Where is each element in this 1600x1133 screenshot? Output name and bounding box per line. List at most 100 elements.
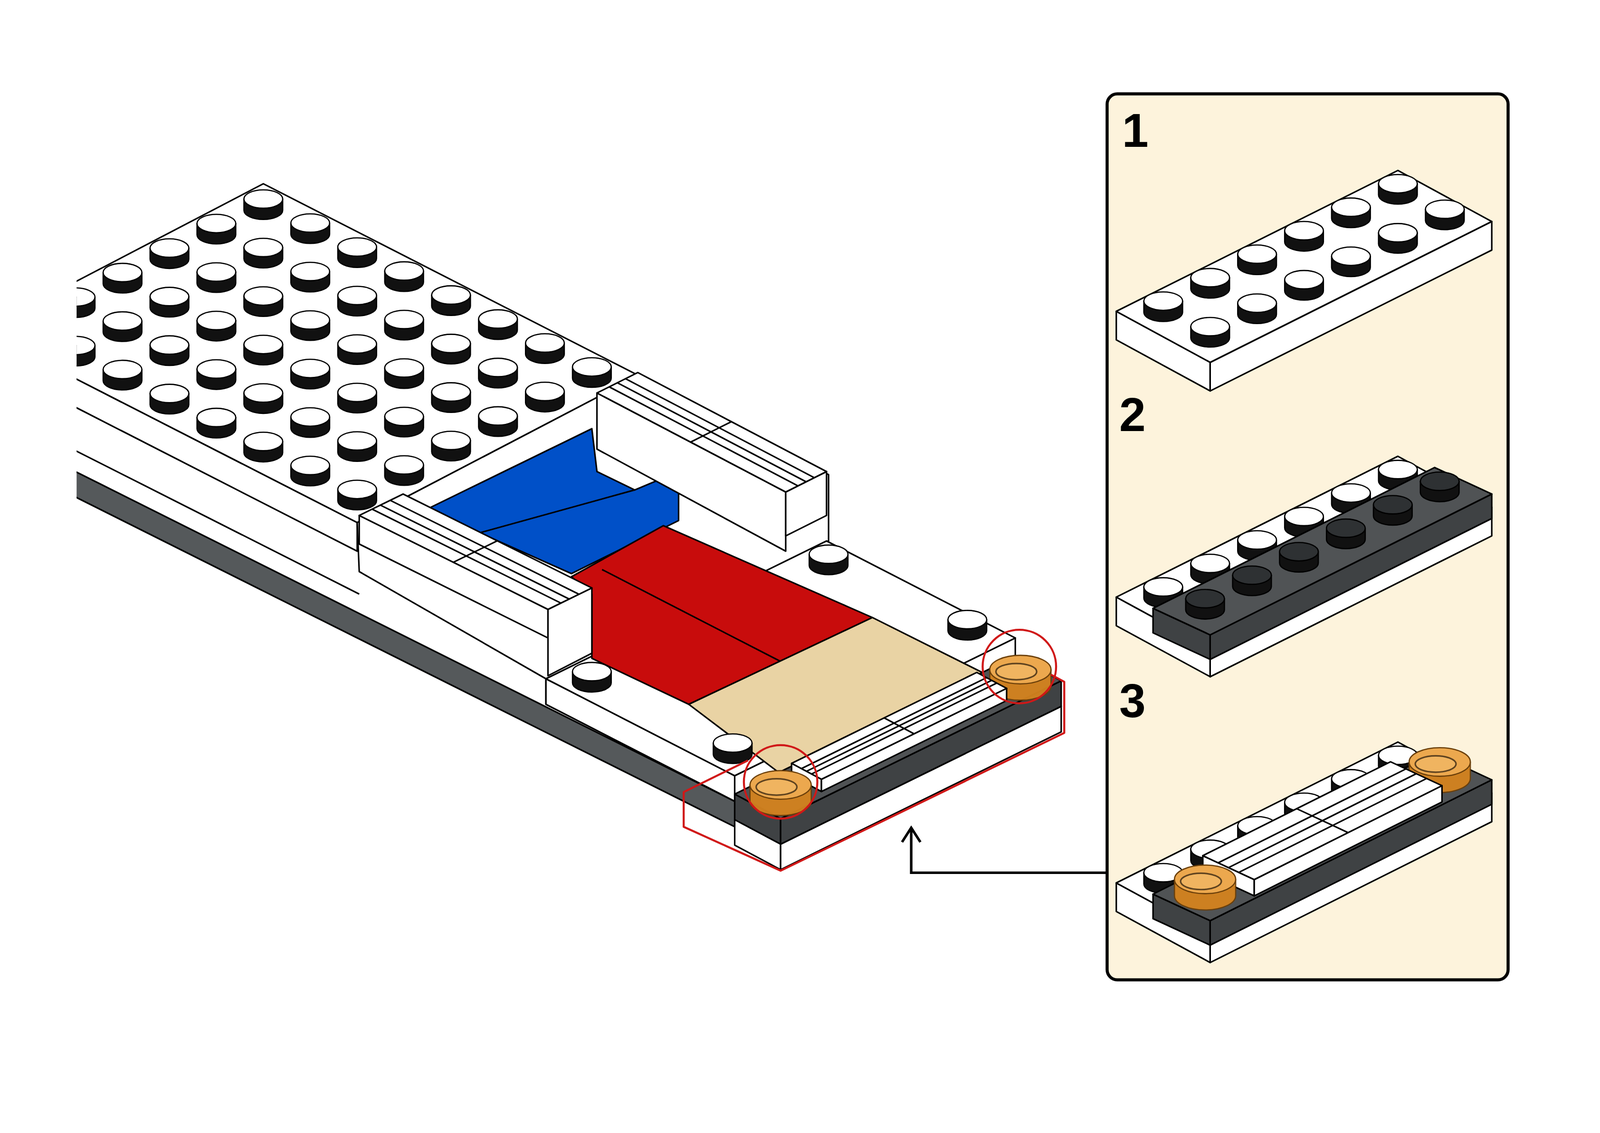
stud bbox=[290, 359, 330, 389]
stud bbox=[1190, 317, 1230, 347]
plate-top bbox=[1116, 170, 1492, 363]
tile-top bbox=[597, 372, 827, 492]
stud bbox=[103, 360, 143, 390]
stud bbox=[478, 406, 518, 437]
tile-seam bbox=[601, 569, 781, 661]
groove bbox=[380, 504, 570, 600]
stud bbox=[1190, 268, 1230, 298]
label-slot: 1 bbox=[1122, 106, 1149, 154]
stud bbox=[1378, 223, 1418, 253]
stud bbox=[1425, 200, 1465, 230]
stud bbox=[713, 733, 753, 763]
stud bbox=[197, 408, 237, 438]
stud bbox=[150, 238, 190, 269]
dark-stud bbox=[1326, 518, 1366, 549]
dark-stud bbox=[1279, 542, 1319, 572]
stud bbox=[243, 335, 283, 365]
stud bbox=[290, 262, 330, 292]
stud bbox=[337, 431, 377, 461]
stud bbox=[947, 609, 987, 640]
groove bbox=[1218, 768, 1406, 863]
stud bbox=[290, 456, 330, 486]
stud bbox=[337, 480, 377, 510]
groove bbox=[625, 378, 815, 478]
stud bbox=[76, 336, 96, 366]
groove bbox=[617, 382, 807, 482]
stud bbox=[197, 311, 237, 341]
stud bbox=[150, 335, 190, 366]
stud bbox=[478, 358, 518, 388]
dark-stud bbox=[1185, 589, 1225, 619]
callout-steps bbox=[1116, 170, 1492, 963]
stud bbox=[197, 359, 237, 390]
stud bbox=[337, 285, 377, 316]
tile-joint bbox=[453, 540, 497, 562]
stud bbox=[337, 237, 377, 267]
stud bbox=[1284, 221, 1324, 251]
stud bbox=[103, 311, 143, 342]
tile-joint bbox=[690, 421, 732, 442]
stud bbox=[1237, 244, 1277, 275]
stud bbox=[243, 189, 283, 220]
stud bbox=[243, 286, 283, 317]
stud bbox=[384, 407, 424, 437]
stud bbox=[384, 358, 424, 389]
stud bbox=[197, 262, 237, 293]
stud bbox=[337, 382, 377, 413]
dark-stud bbox=[1420, 471, 1460, 502]
end-assembly bbox=[734, 655, 1062, 870]
stud bbox=[150, 384, 190, 414]
plate-front bbox=[1209, 221, 1492, 391]
stud bbox=[1143, 291, 1183, 322]
dark-stud bbox=[1373, 495, 1413, 525]
stud bbox=[243, 432, 283, 462]
tile-top bbox=[1202, 761, 1442, 880]
label-slot: 2 bbox=[1119, 390, 1146, 439]
stud bbox=[243, 383, 283, 414]
leader-line bbox=[911, 828, 1107, 873]
stud bbox=[431, 333, 471, 364]
groove bbox=[1228, 773, 1417, 868]
step-3-assembly bbox=[1116, 741, 1492, 962]
highlight-box bbox=[683, 674, 1065, 871]
stud bbox=[103, 263, 143, 293]
highlight-outline bbox=[683, 629, 1065, 871]
arrow-head bbox=[902, 827, 921, 842]
orange-round-tile bbox=[750, 770, 812, 816]
groove bbox=[1238, 778, 1427, 873]
dark-stud bbox=[1232, 565, 1272, 596]
callout-number: 1 bbox=[1122, 106, 1149, 154]
stud bbox=[431, 382, 471, 412]
stud bbox=[384, 455, 424, 486]
stud bbox=[150, 287, 190, 317]
tile-seam bbox=[479, 489, 635, 533]
stud bbox=[809, 544, 848, 575]
groove bbox=[372, 509, 562, 604]
orange-round-tile bbox=[1174, 864, 1236, 910]
stud bbox=[1331, 198, 1371, 228]
stud bbox=[290, 310, 330, 341]
groove bbox=[806, 679, 992, 771]
lower-groove-tiles bbox=[359, 494, 592, 676]
stud bbox=[478, 309, 518, 340]
groove bbox=[801, 677, 987, 769]
tile-joint bbox=[884, 717, 915, 734]
highlight-ring bbox=[743, 744, 818, 819]
stud bbox=[525, 381, 565, 412]
tile-top bbox=[791, 672, 1007, 780]
stud bbox=[384, 310, 424, 340]
stud bbox=[525, 333, 565, 363]
highlight-ring bbox=[982, 629, 1057, 704]
groove bbox=[609, 386, 798, 486]
stud bbox=[1284, 270, 1324, 300]
stud bbox=[1378, 174, 1418, 204]
tile-joint bbox=[1296, 808, 1349, 833]
stud bbox=[1237, 294, 1277, 324]
callout-number: 2 bbox=[1119, 390, 1146, 439]
stud-plate-face bbox=[76, 330, 358, 552]
groove bbox=[390, 499, 579, 594]
callout-number: 3 bbox=[1119, 676, 1146, 724]
stud bbox=[384, 261, 424, 292]
stud bbox=[76, 287, 96, 318]
